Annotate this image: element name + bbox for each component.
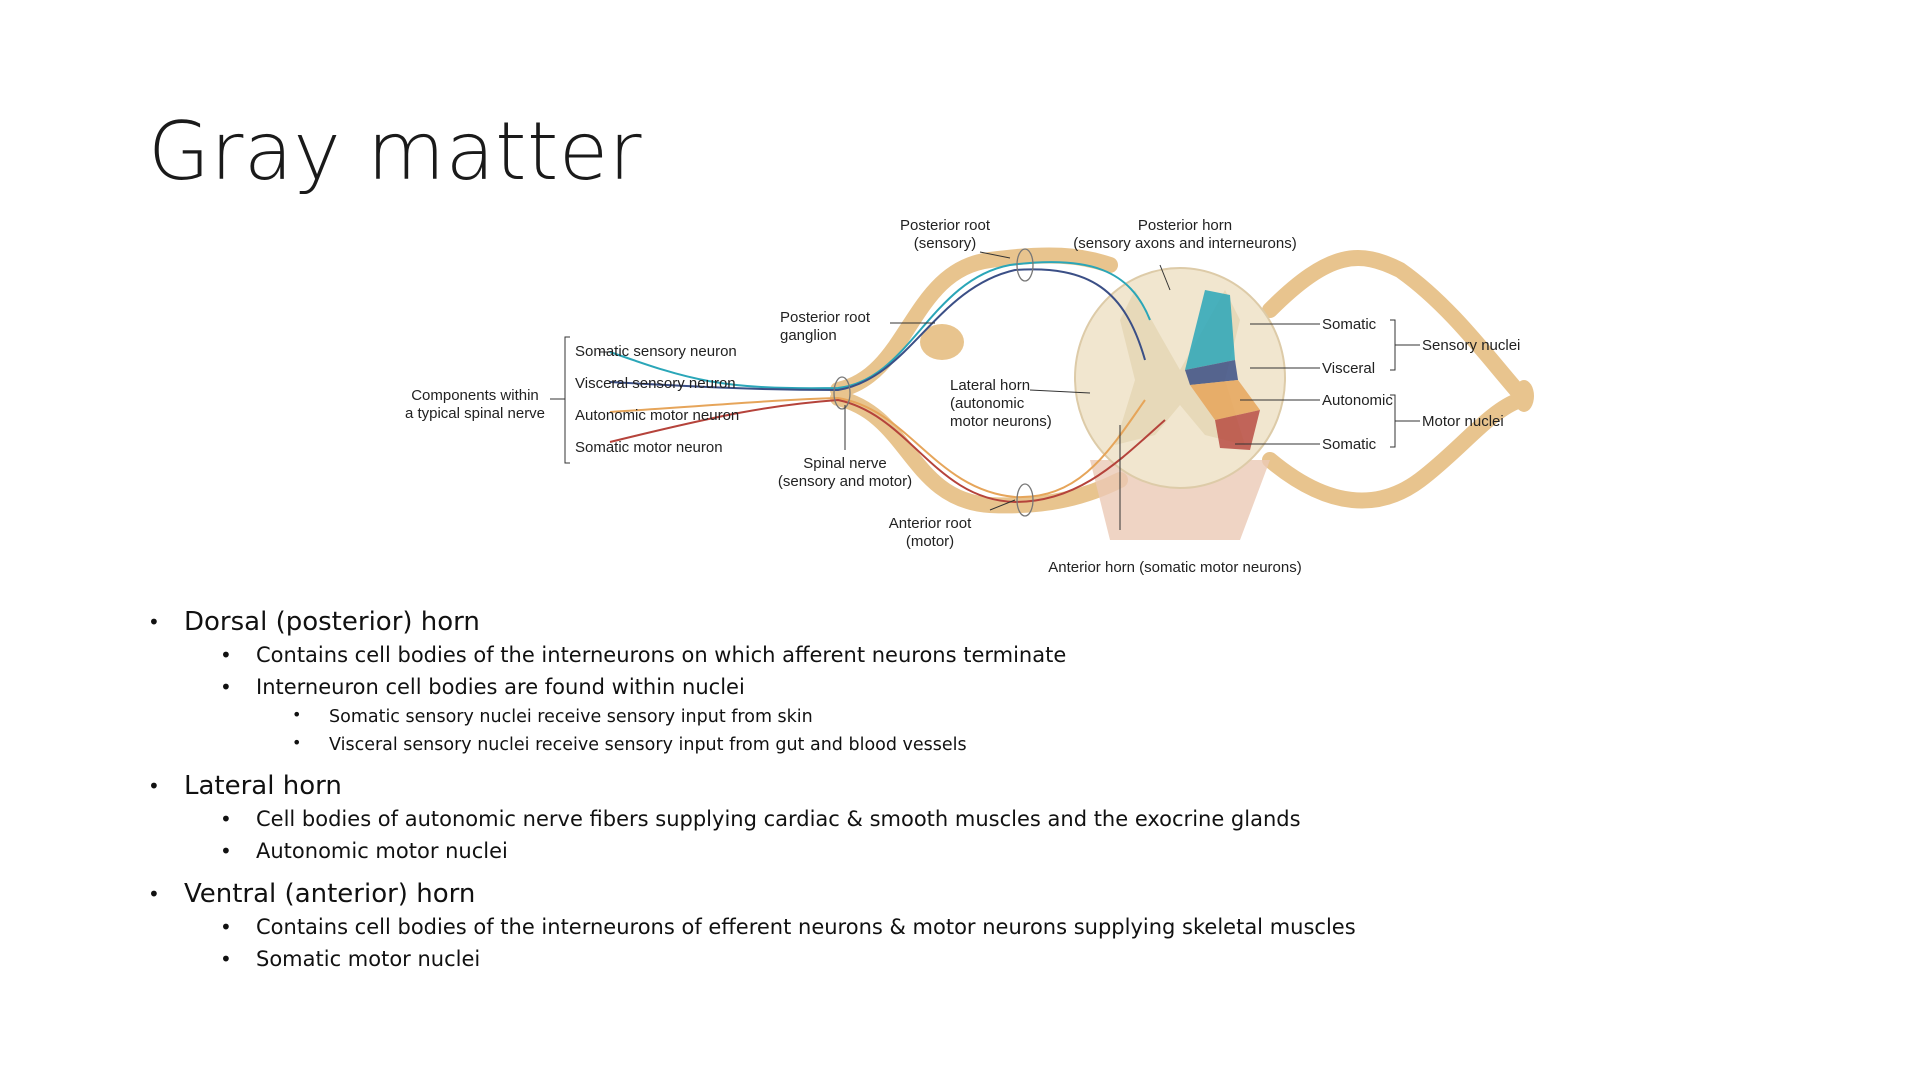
sub-bullet: •Contains cell bodies of the interneuron… [220, 643, 1067, 667]
slide-title: Gray matter [148, 105, 642, 198]
somatic-motor-neuron-label: Somatic motor neuron [575, 439, 723, 456]
bullet-dorsal-horn: •Dorsal (posterior) horn [148, 607, 480, 637]
sensory-nuclei-label: Sensory nuclei [1422, 337, 1520, 354]
motor-nuclei-label: Motor nuclei [1422, 413, 1504, 430]
posterior-horn-label: Posterior horn(sensory axons and interne… [1073, 217, 1296, 252]
autonomic-motor-fiber [609, 396, 1146, 499]
bullet-lateral-horn: •Lateral horn [148, 771, 342, 801]
bullet-list: •Dorsal (posterior) horn •Contains cell … [148, 605, 1848, 975]
bullet-ventral-horn: •Ventral (anterior) horn [148, 879, 476, 909]
somatic-sensory-fiber [609, 261, 1151, 390]
visceral-sensory-nucleus-label: Visceral [1322, 360, 1375, 377]
anterior-root-ring [1016, 483, 1034, 517]
sub-bullet: •Contains cell bodies of the interneuron… [220, 915, 1356, 939]
spinal-cord-diagram: Posterior root(sensory) Posterior horn(s… [390, 210, 1540, 590]
somatic-sensory-neuron-label: Somatic sensory neuron [575, 343, 737, 360]
autonomic-motor-neuron-label: Autonomic motor neuron [575, 407, 739, 424]
right-posterior-root [1262, 250, 1528, 402]
spinal-nerve-label: Spinal nerve(sensory and motor) [778, 455, 912, 490]
posterior-root-ring [1016, 248, 1034, 282]
spinal-cord-illustration: Posterior root(sensory) Posterior horn(s… [405, 217, 1534, 576]
sub-bullet: •Somatic motor nuclei [220, 947, 481, 971]
somatic-motor-nucleus [1215, 410, 1260, 450]
sub-bullet: •Cell bodies of autonomic nerve fibers s… [220, 807, 1301, 831]
right-nerve-end [1514, 380, 1534, 412]
somatic-motor-nucleus-label: Somatic [1322, 436, 1377, 453]
sub-bullet: •Autonomic motor nuclei [220, 839, 508, 863]
somatic-sensory-nucleus-label: Somatic [1322, 316, 1377, 333]
posterior-root-ganglion [920, 324, 964, 360]
anterior-root-nerve [830, 390, 1128, 514]
posterior-root-nerve [830, 247, 1118, 398]
autonomic-motor-nucleus-label: Autonomic [1322, 392, 1393, 409]
somatic-sensory-nucleus [1185, 290, 1235, 370]
visceral-sensory-nucleus [1185, 360, 1238, 385]
spinal-cord-column [1090, 460, 1270, 540]
sub-sub-bullet: •Somatic sensory nuclei receive sensory … [292, 705, 813, 727]
spinal-nerve-ring [833, 376, 851, 410]
posterior-root-label: Posterior root(sensory) [900, 217, 991, 252]
right-anterior-root [1262, 392, 1528, 509]
bullet-dot: • [148, 610, 160, 634]
somatic-motor-fiber [609, 398, 1166, 504]
visceral-sensory-neuron-label: Visceral sensory neuron [575, 375, 736, 392]
sub-sub-bullet: •Visceral sensory nuclei receive sensory… [292, 733, 967, 755]
anterior-root-label: Anterior root(motor) [889, 515, 972, 550]
autonomic-motor-nucleus [1190, 380, 1260, 420]
anterior-horn-label: Anterior horn (somatic motor neurons) [1048, 559, 1301, 576]
sub-bullet: •Interneuron cell bodies are found withi… [220, 675, 745, 699]
visceral-sensory-fiber [609, 268, 1146, 392]
